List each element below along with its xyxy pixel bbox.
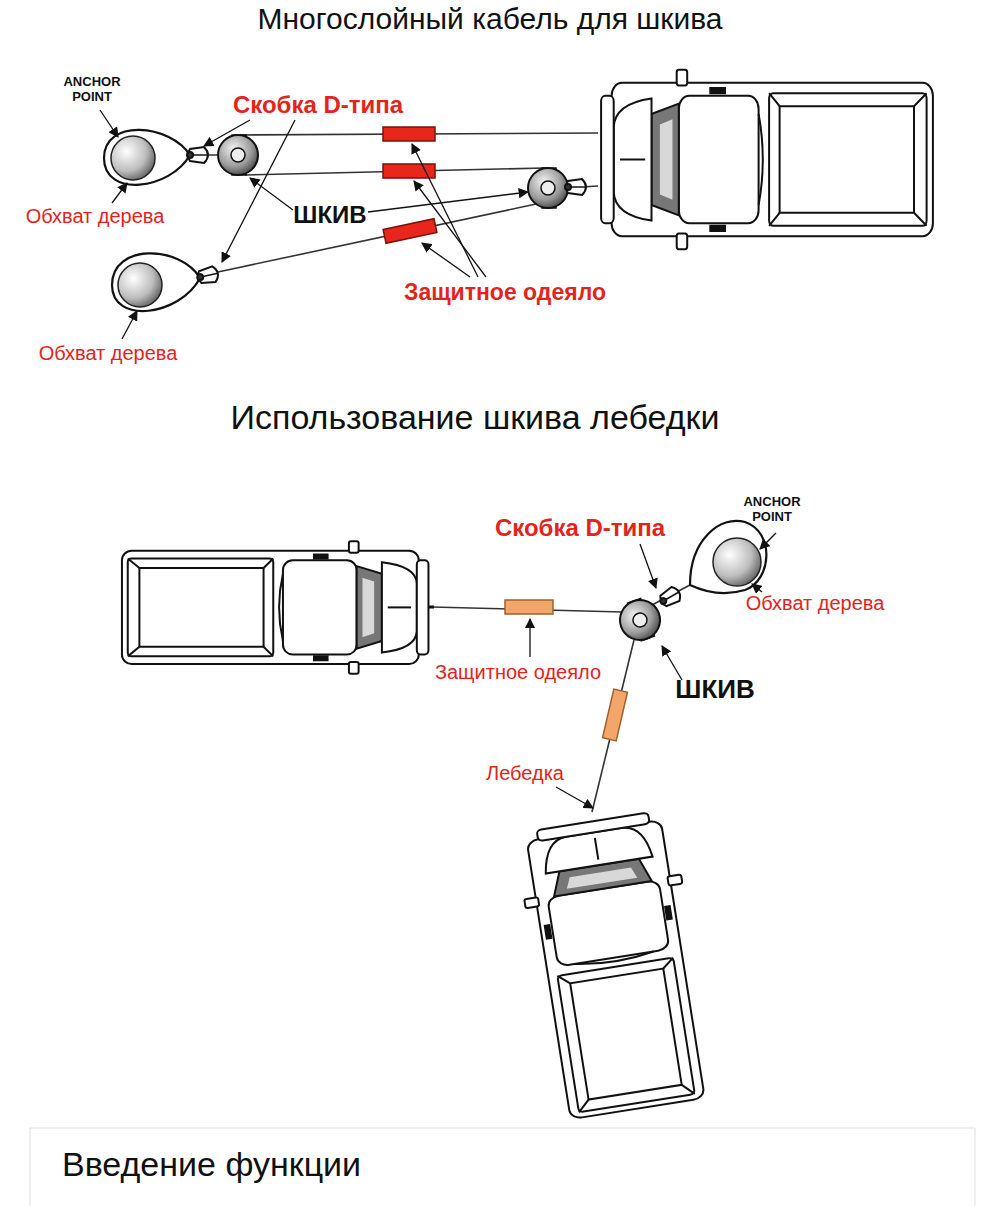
leader-lines bbox=[100, 110, 118, 137]
truck bbox=[601, 70, 933, 249]
tree-anchor bbox=[713, 538, 761, 586]
truck bbox=[122, 541, 429, 673]
leader-lines bbox=[752, 584, 762, 592]
leader-lines bbox=[640, 544, 656, 588]
frame bbox=[30, 1128, 975, 1206]
part-label: Скобка D-типа bbox=[233, 91, 403, 119]
leader-lines bbox=[122, 311, 137, 339]
blanket bbox=[383, 127, 435, 141]
tree-anchor bbox=[196, 266, 220, 286]
cables bbox=[432, 585, 690, 812]
leader-lines bbox=[529, 619, 530, 657]
tree-anchor bbox=[657, 585, 683, 609]
section-heading: Использование шкива лебедки bbox=[231, 398, 720, 437]
blanket bbox=[603, 689, 628, 741]
leader-lines bbox=[222, 120, 295, 262]
tree-anchor bbox=[104, 130, 190, 185]
tree-anchor bbox=[111, 136, 155, 180]
part-label: Обхват дерева bbox=[39, 342, 178, 365]
part-label: Обхват дерева bbox=[746, 592, 885, 615]
part-label: Лебедка bbox=[486, 762, 564, 785]
truck bbox=[514, 809, 716, 1121]
page-title: Многослойный кабель для шкива bbox=[257, 2, 722, 37]
part-label: ШКИВ bbox=[675, 675, 754, 705]
section-heading: Введение функции bbox=[62, 1145, 361, 1184]
frame bbox=[30, 1128, 975, 1129]
leader-lines bbox=[204, 120, 250, 146]
tree-anchor bbox=[118, 263, 162, 307]
pulley bbox=[528, 168, 568, 208]
cables bbox=[218, 204, 536, 272]
frame bbox=[30, 1128, 31, 1206]
leader-lines bbox=[368, 192, 528, 212]
frame bbox=[975, 1128, 976, 1206]
part-label: Обхват дерева bbox=[26, 205, 165, 228]
hitch bbox=[428, 606, 434, 609]
part-label: Защитное одеяло bbox=[435, 661, 601, 684]
pulley bbox=[614, 594, 665, 645]
tree-anchor bbox=[690, 521, 766, 593]
part-label: Защитное одеяло bbox=[404, 279, 606, 305]
blanket bbox=[383, 127, 437, 243]
leader-lines bbox=[412, 144, 478, 277]
cables bbox=[188, 133, 598, 272]
blanket bbox=[383, 219, 437, 244]
shackle bbox=[565, 179, 586, 195]
leader-lines bbox=[422, 243, 470, 277]
tree-anchor bbox=[112, 253, 200, 311]
anchor-label: ANCHOR POINT bbox=[736, 495, 808, 525]
pulley bbox=[218, 135, 258, 175]
leader-lines bbox=[556, 787, 593, 808]
tree-anchor bbox=[104, 130, 208, 185]
leader-lines bbox=[250, 178, 293, 210]
blanket bbox=[505, 600, 553, 614]
part-label: Скобка D-типа bbox=[495, 514, 665, 542]
tree-anchor bbox=[187, 147, 208, 163]
anchor-label: ANCHOR POINT bbox=[56, 75, 128, 105]
leader-lines bbox=[112, 183, 127, 203]
part-label: ШКИВ bbox=[293, 201, 366, 229]
tree-anchor bbox=[112, 253, 219, 311]
leader-lines bbox=[760, 533, 776, 549]
leader-lines bbox=[414, 181, 486, 277]
